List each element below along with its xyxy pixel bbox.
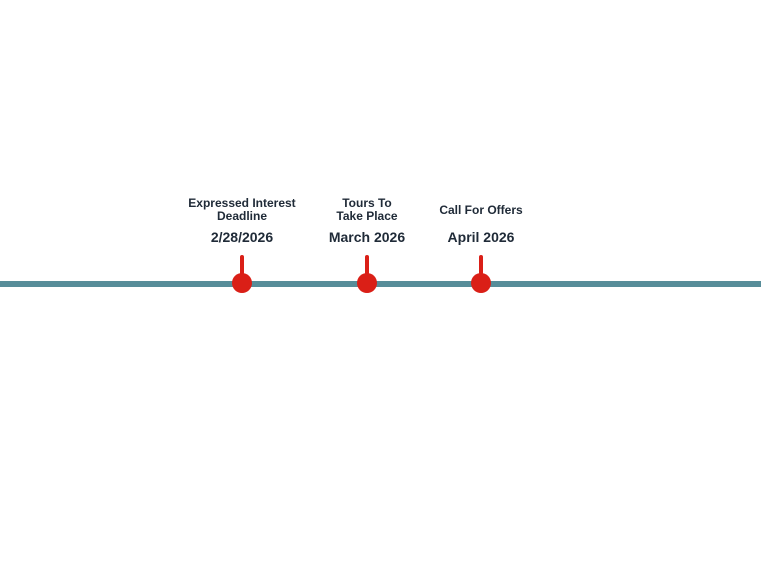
milestone-stem: [479, 255, 483, 275]
milestone-title: Expressed Interest Deadline: [188, 196, 296, 223]
milestone-date: March 2026: [328, 229, 406, 245]
milestone-date: April 2026: [447, 229, 515, 245]
milestone-tours-to-take-place: Tours To Take Place March 2026: [282, 197, 452, 293]
milestone-marker-dot: [471, 273, 491, 293]
timeline-line: [0, 281, 761, 287]
milestone-marker-dot: [232, 273, 252, 293]
milestone-stem: [365, 255, 369, 275]
milestone-marker-dot: [357, 273, 377, 293]
milestone-call-for-offers: Call For Offers April 2026: [396, 197, 566, 293]
milestone-title: Tours To Take Place: [336, 196, 398, 223]
milestone-date: 2/28/2026: [210, 229, 274, 245]
milestone-title: Call For Offers: [439, 202, 523, 217]
milestone-expressed-interest-deadline: Expressed Interest Deadline 2/28/2026: [157, 197, 327, 293]
milestone-stem: [240, 255, 244, 275]
